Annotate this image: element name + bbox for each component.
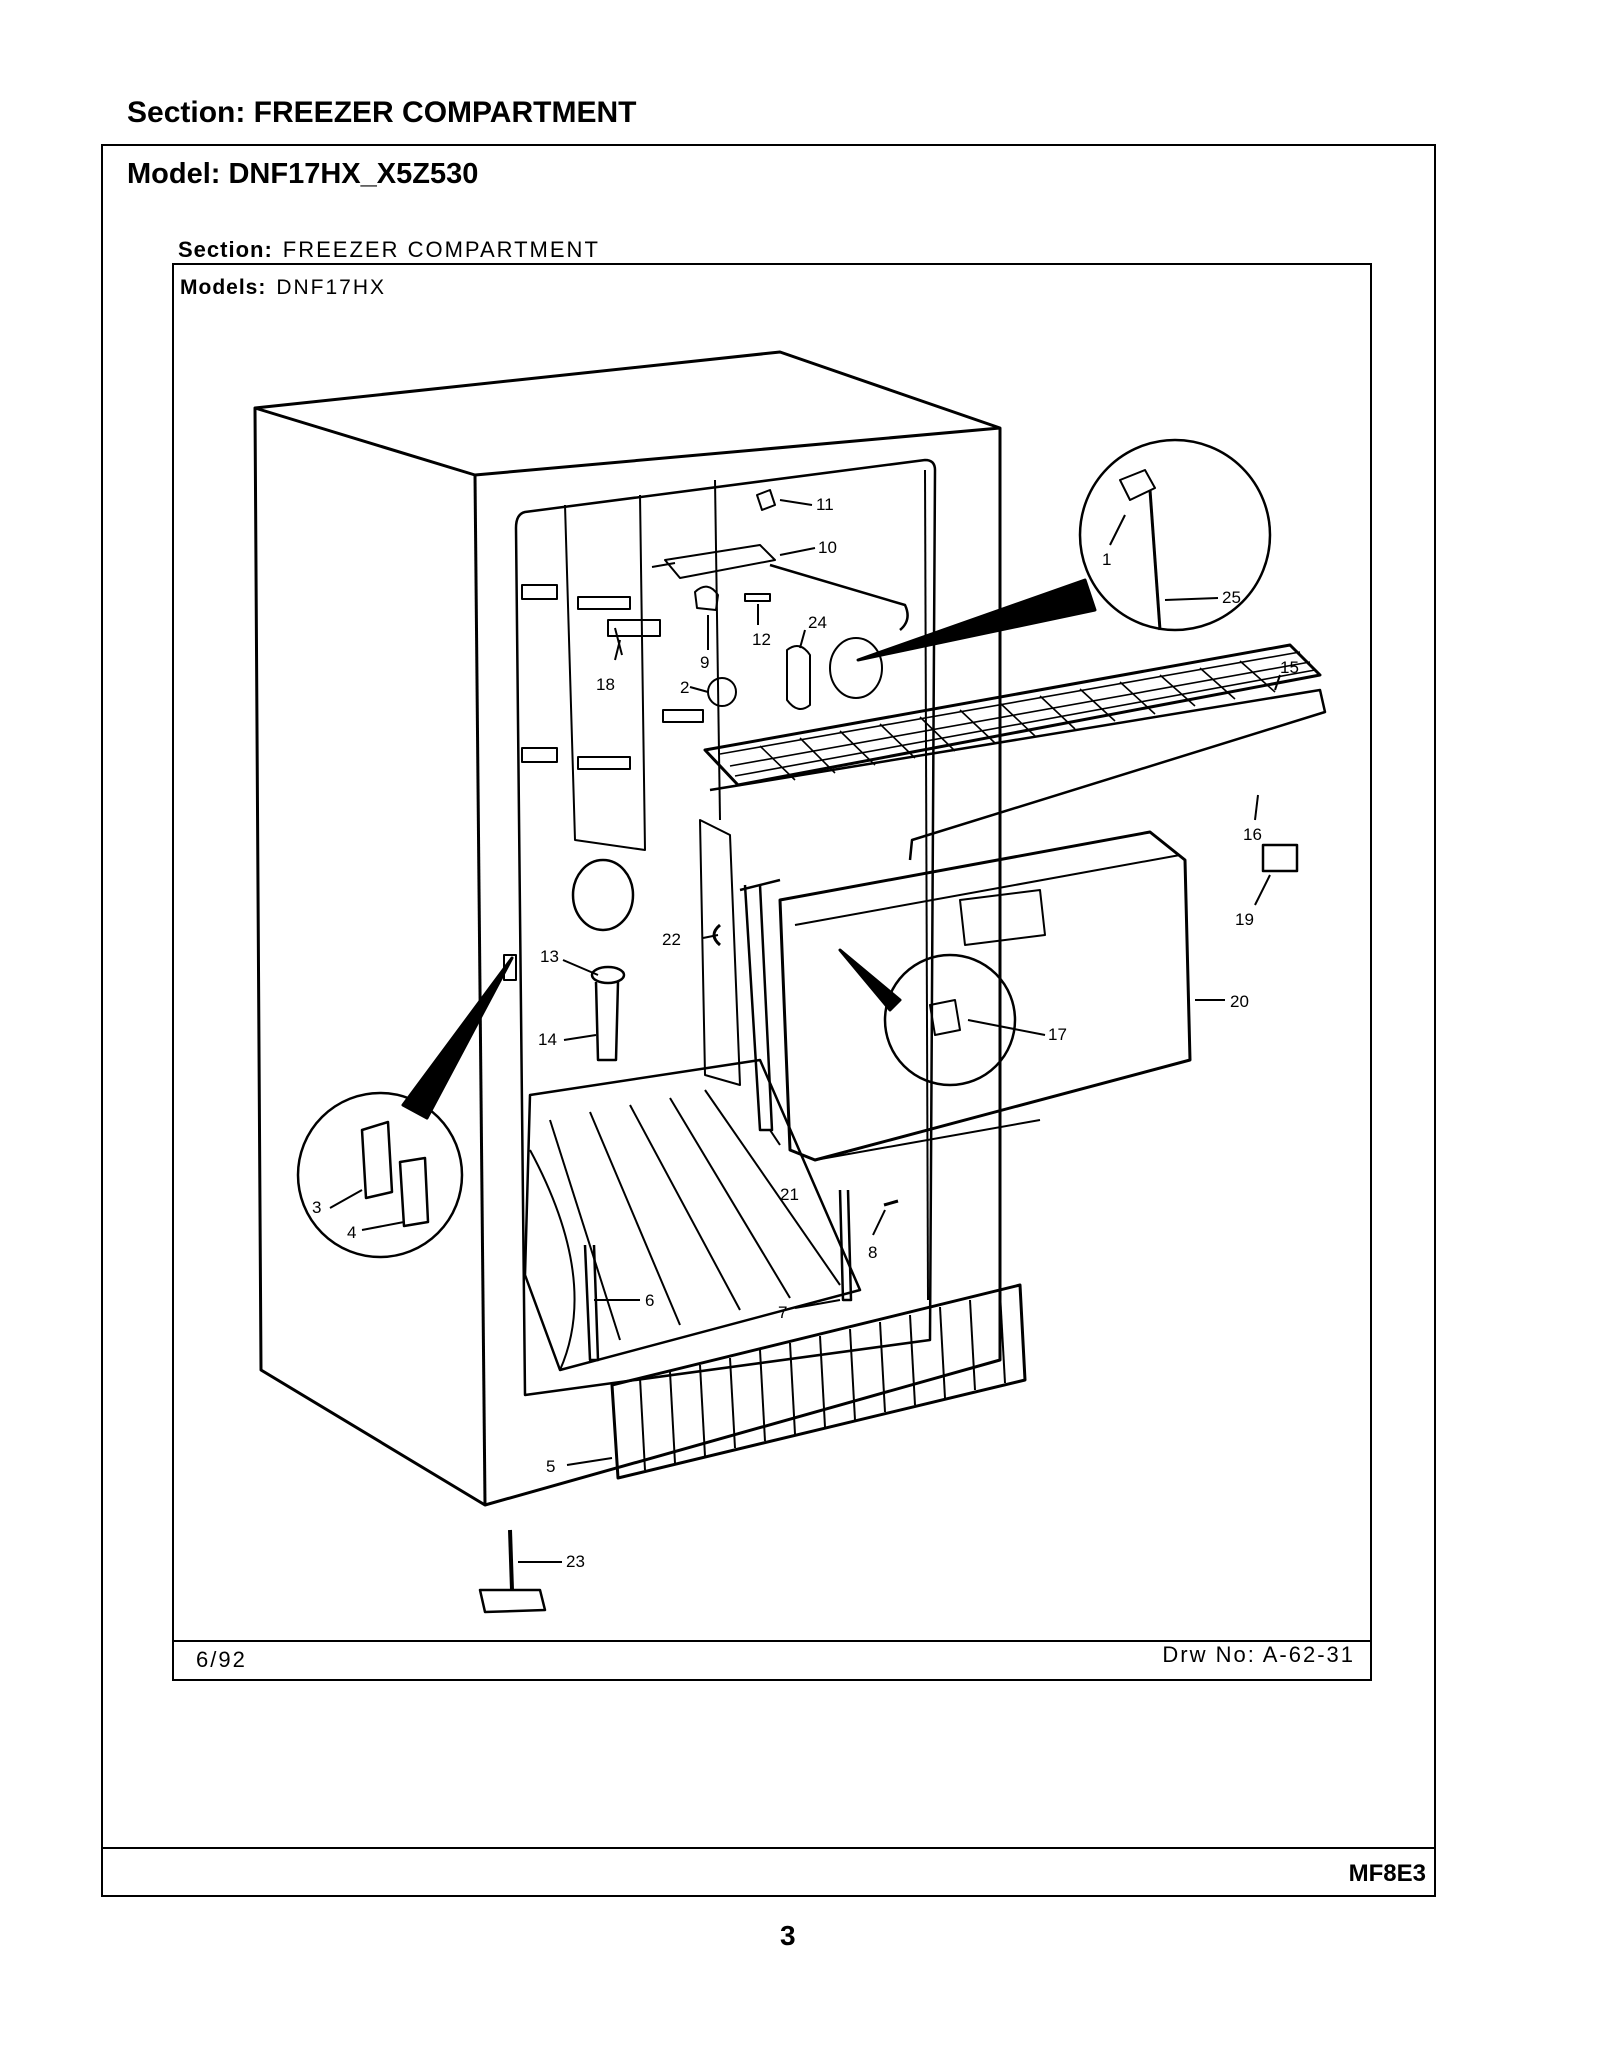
part-12-screw xyxy=(744,593,771,602)
part-14-drain-tube xyxy=(594,981,620,1062)
callout-9: 9 xyxy=(700,653,709,672)
part-23-leveling-leg xyxy=(508,1529,514,1591)
part-9-socket xyxy=(694,585,719,611)
part-11-clip xyxy=(756,489,776,511)
drawing-section-label: Section: xyxy=(178,237,273,262)
footer-rule xyxy=(101,1847,1436,1849)
page-section-title: Section: FREEZER COMPARTMENT xyxy=(127,96,637,129)
part-3-hinge-cover xyxy=(360,1120,394,1200)
callout-22: 22 xyxy=(662,930,681,949)
drawing-models-heading: Models: DNF17HX xyxy=(180,276,386,300)
callout-labels: 1 2 3 4 5 6 7 8 9 10 11 12 13 14 15 16 1… xyxy=(312,495,1299,1571)
callout-13: 13 xyxy=(540,947,559,966)
callout-10: 10 xyxy=(818,538,837,557)
part-18-shelf-stop xyxy=(607,619,661,637)
cabinet-side-edge xyxy=(473,474,487,1506)
callout-19: 19 xyxy=(1235,910,1254,929)
callout-3: 3 xyxy=(312,1198,321,1217)
rail-bracket xyxy=(699,819,741,1086)
basket-wires xyxy=(529,1089,841,1371)
inset-pointer-top xyxy=(856,578,1097,662)
drawing-date: 6/92 xyxy=(196,1647,247,1672)
part-24-plate xyxy=(786,645,811,710)
callout-1: 1 xyxy=(1102,550,1111,569)
outer-frame xyxy=(101,144,1436,1897)
inset-pointer-left xyxy=(401,956,514,1120)
callout-17: 17 xyxy=(1048,1025,1067,1044)
callout-6: 6 xyxy=(645,1291,654,1310)
callout-7: 7 xyxy=(778,1303,787,1322)
shelf-bracket-lower xyxy=(521,747,558,763)
part-21-slide-rail xyxy=(743,884,774,1132)
part-20-basket-front xyxy=(778,830,1192,1162)
callout-15: 15 xyxy=(1280,658,1299,677)
callout-20: 20 xyxy=(1230,992,1249,1011)
drain-opening xyxy=(571,858,635,932)
drawing-number: Drw No: A-62-31 xyxy=(1162,1642,1355,1667)
hinge-inset xyxy=(296,1091,464,1259)
drawing-section-value: FREEZER COMPARTMENT xyxy=(282,237,600,262)
part-1-thermostat xyxy=(1119,469,1156,501)
part-17-clip xyxy=(929,999,961,1036)
cabinet-top-edge xyxy=(254,406,476,477)
drawing-models-label: Models: xyxy=(180,276,267,299)
drawing-bottom-strip xyxy=(172,1640,1372,1681)
callout-18: 18 xyxy=(596,675,615,694)
part-17-inset xyxy=(883,953,1017,1087)
callout-16: 16 xyxy=(1243,825,1262,844)
page-number: 3 xyxy=(780,1920,796,1951)
callout-14: 14 xyxy=(538,1030,557,1049)
callout-11: 11 xyxy=(816,495,834,514)
drawing-frame xyxy=(172,263,1372,1681)
callout-4: 4 xyxy=(347,1223,356,1242)
part-13-drain-cap xyxy=(590,965,626,985)
liner-opening xyxy=(514,458,937,1397)
part-5-grille xyxy=(610,1283,1027,1480)
callout-23: 23 xyxy=(566,1552,585,1571)
back-wall xyxy=(564,494,646,851)
footer-code: MF8E3 xyxy=(1348,1860,1426,1887)
light-wire xyxy=(769,563,909,631)
callout-25: 25 xyxy=(1222,588,1241,607)
callout-24: 24 xyxy=(808,613,827,632)
callout-5: 5 xyxy=(546,1457,555,1476)
drawing-section-heading: Section: FREEZER COMPARTMENT xyxy=(178,237,600,263)
part-16-shelf-frame xyxy=(709,688,1327,861)
shelf-rails xyxy=(719,651,1316,781)
part-2-knob xyxy=(707,677,737,707)
part-6-divider xyxy=(583,1244,600,1362)
cabinet-front-edge xyxy=(474,426,1001,477)
hinge-mount xyxy=(503,954,517,981)
thermostat-mount xyxy=(829,637,883,699)
part-4-hinge-bracket xyxy=(398,1156,430,1228)
inset-pointer-mid xyxy=(838,948,902,1012)
cabinet-outline xyxy=(253,350,1002,1507)
part-15-wire-shelf xyxy=(703,643,1322,787)
part-19-block xyxy=(1261,843,1299,873)
callout-12: 12 xyxy=(752,630,771,649)
callout-21: 21 xyxy=(780,1185,799,1204)
part-7-divider xyxy=(838,1189,853,1302)
drawing-models-value: DNF17HX xyxy=(276,276,387,299)
part-8-screw xyxy=(883,1199,899,1207)
part-10-light-bracket xyxy=(664,544,776,579)
thermostat-inset xyxy=(1078,438,1272,632)
part-25-sensor-tube xyxy=(1148,489,1162,631)
shelf-bracket-upper xyxy=(521,584,558,600)
grille-bars xyxy=(639,1292,1006,1471)
floor-basket xyxy=(523,1058,862,1372)
callout-8: 8 xyxy=(868,1243,877,1262)
model-title: Model: DNF17HX_X5Z530 xyxy=(127,158,479,190)
callout-2: 2 xyxy=(680,678,689,697)
